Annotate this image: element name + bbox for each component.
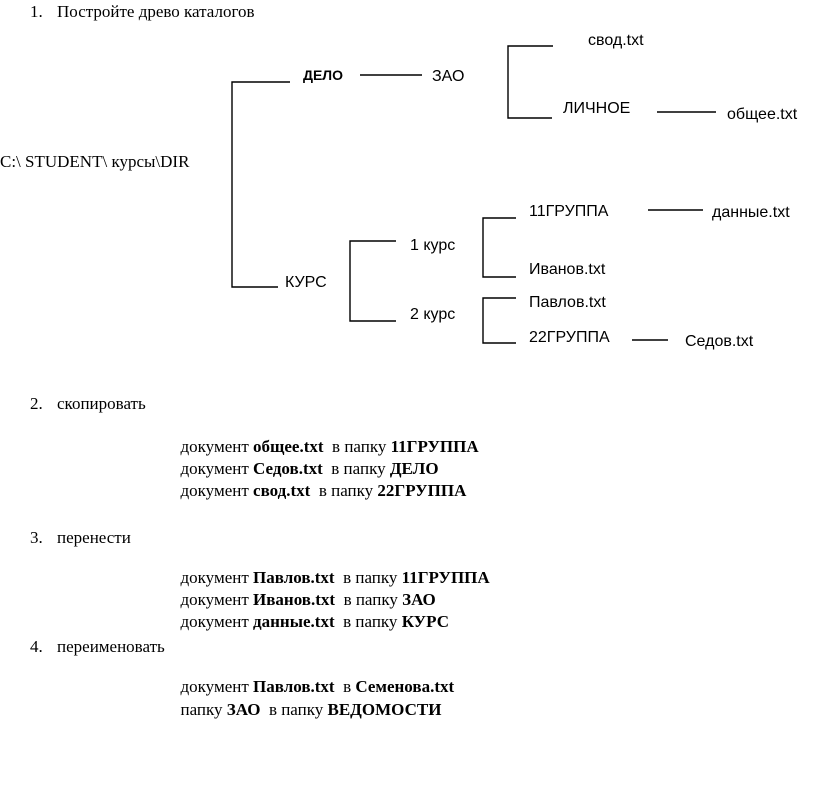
line-target: Семенова.txt (355, 677, 455, 696)
line-middle: в (334, 677, 356, 696)
task-4-line: документ Павлов.txt в Семенова.txt (172, 657, 455, 697)
tree-node-lichnoe: ЛИЧНОЕ (563, 100, 631, 117)
tree-node-zao: ЗАО (432, 68, 465, 85)
line-prefix: документ (180, 437, 254, 456)
line-target: ДЕЛО (389, 459, 439, 478)
line-item: Седов.txt (253, 459, 323, 478)
line-middle: в папку (323, 437, 391, 456)
tree-root-path: C:\ STUDENT\ курсы\DIR (0, 152, 190, 171)
task-2-text: скопировать (57, 394, 146, 413)
line-item: Иванов.txt (253, 590, 336, 609)
line-item: Павлов.txt (253, 677, 335, 696)
line-middle: в папку (260, 700, 328, 719)
line-item: данные.txt (253, 612, 335, 631)
line-target: 11ГРУППА (401, 568, 490, 587)
task-4-line: папку ЗАО в папку ВЕДОМОСТИ (172, 680, 442, 720)
task-3-text: перенести (57, 528, 131, 547)
line-item: свод.txt (253, 481, 311, 500)
tree-connectors (231, 45, 716, 344)
line-item: общее.txt (253, 437, 324, 456)
task-4-text: переименовать (57, 637, 165, 656)
tree-node-kurs2: 2 курс (410, 306, 456, 323)
line-item: ЗАО (226, 700, 261, 719)
tree-node-kurs1: 1 курс (410, 237, 456, 254)
kurs2-bracket-line (482, 297, 516, 344)
tree-node-group11: 11ГРУППА (529, 203, 609, 220)
line-target: ВЕДОМОСТИ (327, 700, 442, 719)
task-2-line: документ Седов.txt в папку ДЕЛО (172, 439, 439, 479)
line-middle: в папку (310, 481, 378, 500)
line-target: КУРС (401, 612, 450, 631)
line-middle: в папку (335, 590, 403, 609)
line-target: 22ГРУППА (377, 481, 467, 500)
line-prefix: документ (180, 677, 254, 696)
task-3-line: документ данные.txt в папку КУРС (172, 592, 450, 632)
tree-node-delo: ДЕЛО (303, 67, 344, 83)
task-3-line: документ Павлов.txt в папку 11ГРУППА (172, 548, 490, 588)
line-prefix: документ (180, 590, 254, 609)
line-middle: в папку (334, 612, 402, 631)
task-2-number: 2. (30, 394, 43, 413)
task-3-line: документ Иванов.txt в папку ЗАО (172, 570, 436, 610)
line-prefix: документ (180, 612, 254, 631)
tree-file-sedov: Седов.txt (685, 333, 754, 350)
tree-file-svod: свод.txt (588, 32, 644, 49)
line-prefix: документ (180, 568, 254, 587)
task-1-text: Постройте древо каталогов (57, 2, 255, 21)
tree-file-dannye: данные.txt (712, 204, 790, 221)
task-4-number: 4. (30, 637, 43, 656)
tree-node-kurs: КУРС (285, 274, 327, 291)
task-2-line: документ свод.txt в папку 22ГРУППА (172, 461, 467, 501)
zao-bracket-line (507, 45, 553, 119)
task-1-number: 1. (30, 2, 43, 21)
line-middle: в папку (334, 568, 402, 587)
tree-file-obshchee: общее.txt (727, 106, 798, 123)
tree-node-group22: 22ГРУППА (529, 329, 610, 346)
tree-file-pavlov: Павлов.txt (529, 294, 606, 311)
line-prefix: документ (180, 459, 254, 478)
line-item: Павлов.txt (253, 568, 335, 587)
kurs-bracket-line (349, 240, 396, 322)
root-bracket-line (231, 81, 290, 288)
line-target: 11ГРУППА (390, 437, 479, 456)
line-middle: в папку (322, 459, 390, 478)
task-2-line: документ общее.txt в папку 11ГРУППА (172, 417, 479, 457)
line-target: ЗАО (402, 590, 436, 609)
kurs1-bracket-line (482, 217, 516, 278)
line-prefix: папку (180, 700, 227, 719)
task-3-number: 3. (30, 528, 43, 547)
tree-file-ivanov: Иванов.txt (529, 261, 606, 278)
line-prefix: документ (180, 481, 254, 500)
